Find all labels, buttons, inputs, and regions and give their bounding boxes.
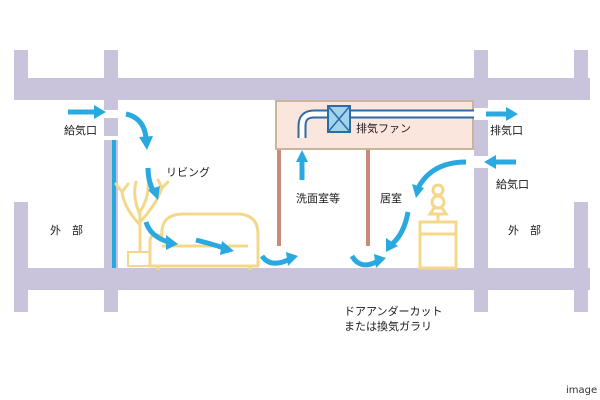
right-exterior-wall-mid [474, 120, 488, 156]
arrowhead [166, 235, 178, 250]
airflow-arrow-bedroom-1 [415, 159, 467, 190]
foundation-post [104, 290, 118, 312]
exhaust-fan-unit [327, 105, 351, 133]
exhaust-vent-label: 排気口 [490, 124, 523, 137]
living-room-label: リビング [166, 166, 210, 179]
airflow-arrow-living-2 [143, 221, 169, 245]
roof-post [474, 50, 488, 78]
arrowhead [220, 241, 234, 255]
outside-left-label: 外 部 [50, 224, 83, 237]
left-wall-insulation [112, 140, 116, 268]
foundation-left [14, 290, 28, 312]
left-exterior-wall-upper [104, 100, 118, 110]
supply-vent-left-label: 給気口 [64, 124, 97, 137]
outer-wall-stub-right [574, 202, 588, 268]
arrowhead [286, 252, 298, 266]
arrowhead [412, 184, 424, 198]
arrowhead [386, 238, 398, 252]
arrowhead [148, 186, 160, 200]
partition-washroom [277, 150, 281, 246]
exhaust-duct-core [299, 111, 474, 138]
right-exterior-wall-upper [474, 100, 488, 108]
arrowhead [506, 107, 518, 121]
door-undercut-note-line2: または換気ガラリ [344, 320, 432, 333]
roof-parapet-left [14, 50, 28, 78]
arrowhead [139, 136, 153, 150]
exhaust-fan-label: 排気ファン [356, 122, 411, 135]
washroom-label: 洗面室等 [296, 192, 340, 205]
arrowhead [484, 155, 496, 169]
image-caption: image [566, 385, 598, 396]
bedroom-label: 居室 [380, 192, 402, 205]
ceiling-slab [14, 78, 590, 100]
door-undercut-note-line1: ドアアンダーカット [344, 305, 443, 318]
airflow-arrow-under-door-1 [259, 254, 290, 266]
door-undercut-note: ドアアンダーカット または換気ガラリ [344, 304, 443, 334]
outer-wall-stub-left [14, 202, 28, 268]
supply-vent-right-label: 給気口 [496, 178, 529, 191]
outside-right-label: 外 部 [508, 224, 541, 237]
dropped-ceiling [275, 100, 474, 150]
foundation-post [474, 290, 488, 312]
right-exterior-wall-lower [474, 168, 488, 268]
floor-slab [14, 268, 590, 290]
nightstand-with-lamp [418, 183, 458, 270]
arrowhead [94, 105, 106, 119]
foundation-right [574, 290, 588, 312]
airflow-arrow-bedroom-2 [390, 211, 411, 246]
airflow-arrow-supply-left-down [125, 111, 149, 139]
roof-post [104, 50, 118, 78]
left-exterior-wall-mid [104, 118, 118, 136]
airflow-arrow-under-door-2 [349, 254, 378, 268]
partition-bedroom [366, 150, 370, 246]
arrowhead [296, 150, 308, 162]
arrowhead [374, 254, 386, 268]
roof-parapet-right [574, 50, 588, 78]
